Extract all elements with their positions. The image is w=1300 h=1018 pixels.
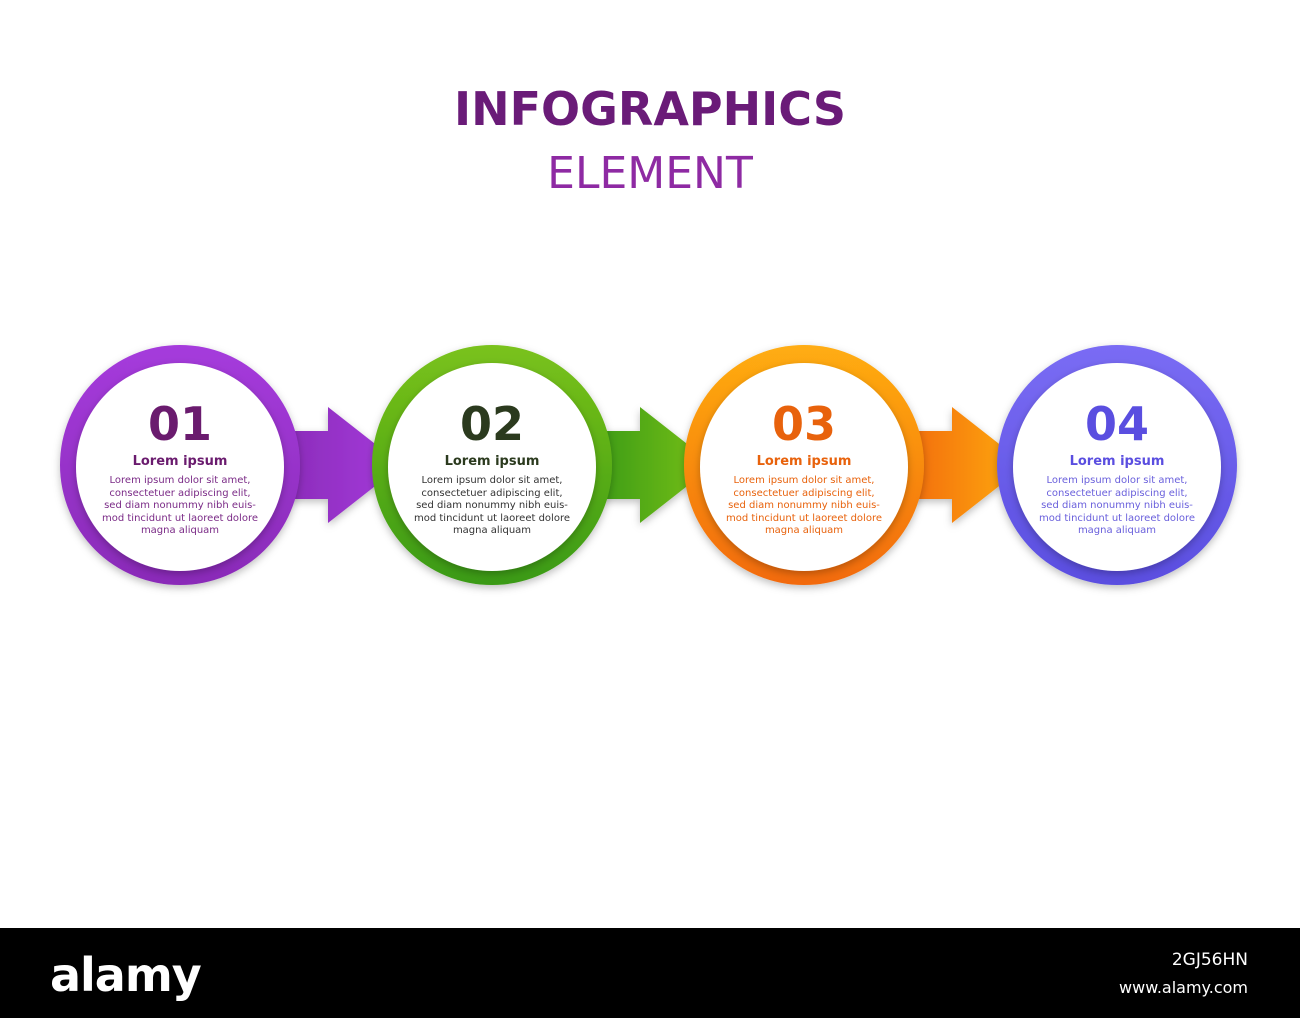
page-subtitle: ELEMENT <box>547 148 753 199</box>
step-4-number: 04 <box>1084 397 1149 451</box>
step-2-disc <box>388 363 596 571</box>
arrow-3-to-4 <box>904 407 1026 523</box>
step-4-line: consectetuer adipiscing elit, <box>1046 487 1188 499</box>
step-3-line: sed diam nonummy nibh euis- <box>728 500 880 511</box>
step-3-description: Lorem ipsum dolor sit amet, consectetuer… <box>704 475 904 538</box>
step-3-line: Lorem ipsum dolor sit amet, <box>733 475 875 486</box>
step-1-line: magna aliquam <box>140 525 220 536</box>
step-2-line: magna aliquam <box>452 525 532 536</box>
step-1-line: consectetuer adipiscing elit, <box>109 487 251 499</box>
step-1-line: sed diam nonummy nibh euis- <box>104 500 256 511</box>
site-url: www.alamy.com <box>1119 978 1248 997</box>
step-2-number: 02 <box>459 397 524 451</box>
step-3-disc <box>700 363 908 571</box>
step-3: 03 Lorem ipsum Lorem ipsum dolor sit ame… <box>704 398 904 538</box>
step-2-line: sed diam nonummy nibh euis- <box>416 500 568 511</box>
step-2-line: mod tincidunt ut laoreet dolore <box>414 512 570 524</box>
step-1-line: Lorem ipsum dolor sit amet, <box>109 475 251 486</box>
step-3-line: consectetuer adipiscing elit, <box>733 487 875 499</box>
alamy-logo: alamy <box>50 948 202 1002</box>
step-4-heading: Lorem ipsum <box>1069 454 1165 469</box>
step-3-line: mod tincidunt ut laoreet dolore <box>726 512 882 524</box>
arrow-2-to-3 <box>592 407 714 523</box>
page-title: INFOGRAPHICS <box>454 82 846 136</box>
arrow-1-to-2 <box>280 407 402 523</box>
image-id: 2GJ56HN <box>1171 950 1248 970</box>
step-4-description: Lorem ipsum dolor sit amet, consectetuer… <box>1017 475 1217 538</box>
step-1-number: 01 <box>147 397 212 451</box>
step-4: 04 Lorem ipsum Lorem ipsum dolor sit ame… <box>1017 398 1217 538</box>
step-1-heading: Lorem ipsum <box>132 454 228 469</box>
step-4-line: sed diam nonummy nibh euis- <box>1041 500 1193 511</box>
step-3-heading: Lorem ipsum <box>756 454 852 469</box>
step-3-number: 03 <box>771 397 836 451</box>
step-2-line: Lorem ipsum dolor sit amet, <box>421 475 563 486</box>
step-1-line: mod tincidunt ut laoreet dolore <box>102 512 258 524</box>
step-3-line: magna aliquam <box>764 525 844 536</box>
step-4-disc <box>1013 363 1221 571</box>
watermark-banner: alamy 2GJ56HN www.alamy.com <box>0 928 1300 1018</box>
step-1: 01 Lorem ipsum Lorem ipsum dolor sit ame… <box>80 398 280 538</box>
step-2-heading: Lorem ipsum <box>444 454 540 469</box>
step-4-line: Lorem ipsum dolor sit amet, <box>1046 475 1188 486</box>
step-1-disc <box>76 363 284 571</box>
step-1-description: Lorem ipsum dolor sit amet, consectetuer… <box>80 475 280 538</box>
step-4-line: mod tincidunt ut laoreet dolore <box>1039 512 1195 524</box>
step-2-description: Lorem ipsum dolor sit amet, consectetuer… <box>392 475 592 538</box>
step-2-line: consectetuer adipiscing elit, <box>421 487 563 499</box>
step-4-line: magna aliquam <box>1077 525 1157 536</box>
step-2: 02 Lorem ipsum Lorem ipsum dolor sit ame… <box>392 398 592 538</box>
